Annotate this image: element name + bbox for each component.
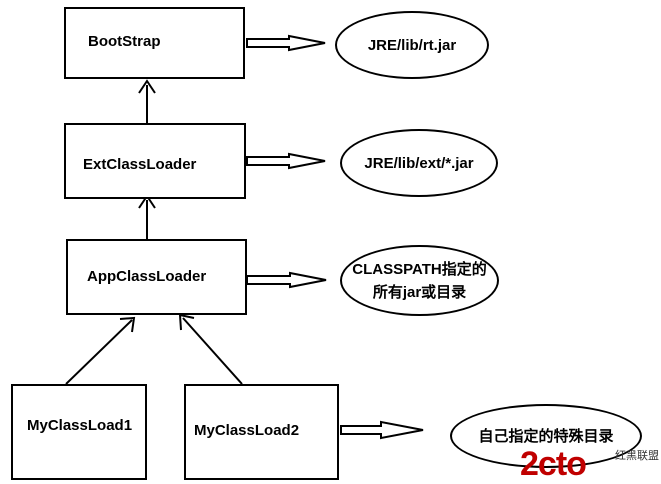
arrow-custom2-to-app bbox=[182, 317, 243, 385]
custom-dir-label: 自己指定的特殊目录 bbox=[478, 427, 614, 445]
hollow-arrow-ext bbox=[246, 152, 326, 170]
arrow-ext-to-bootstrap-head bbox=[138, 79, 156, 94]
arrow-custom1-to-app-head bbox=[119, 316, 136, 333]
ext-jar-oval: JRE/lib/ext/*.jar bbox=[340, 129, 498, 197]
custom-loader-2-label: MyClassLoad2 bbox=[194, 422, 300, 439]
bootstrap-box: BootStrap bbox=[64, 7, 245, 79]
watermark-text: 红黑联盟 bbox=[615, 449, 659, 462]
watermark-logo: 2cto bbox=[520, 445, 587, 483]
app-classloader-box: AppClassLoader bbox=[66, 239, 247, 315]
arrow-custom1-to-app bbox=[65, 319, 133, 385]
ext-classloader-label: ExtClassLoader bbox=[83, 156, 197, 173]
hollow-arrow-bootstrap bbox=[246, 34, 326, 52]
custom-loader-1-label: MyClassLoad1 bbox=[27, 417, 133, 434]
classpath-oval: CLASSPATH指定的 所有jar或目录 bbox=[340, 245, 499, 316]
custom-loader-2-box: MyClassLoad2 bbox=[184, 384, 339, 480]
hollow-arrow-app bbox=[246, 271, 327, 289]
app-classloader-label: AppClassLoader bbox=[87, 268, 207, 285]
ext-jar-label: JRE/lib/ext/*.jar bbox=[364, 154, 474, 172]
ext-classloader-box: ExtClassLoader bbox=[64, 123, 246, 199]
custom-dir-oval: 自己指定的特殊目录 bbox=[450, 404, 642, 468]
classpath-label: CLASSPATH指定的 所有jar或目录 bbox=[352, 260, 487, 301]
bootstrap-label: BootStrap bbox=[88, 33, 161, 50]
hollow-arrow-custom2 bbox=[340, 420, 424, 440]
custom-loader-1-box: MyClassLoad1 bbox=[11, 384, 147, 480]
rt-jar-label: JRE/lib/rt.jar bbox=[367, 36, 457, 54]
arrow-custom2-to-app-head bbox=[178, 313, 195, 331]
rt-jar-oval: JRE/lib/rt.jar bbox=[335, 11, 489, 79]
site-watermark: 2cto 红黑联盟 bbox=[520, 443, 660, 483]
